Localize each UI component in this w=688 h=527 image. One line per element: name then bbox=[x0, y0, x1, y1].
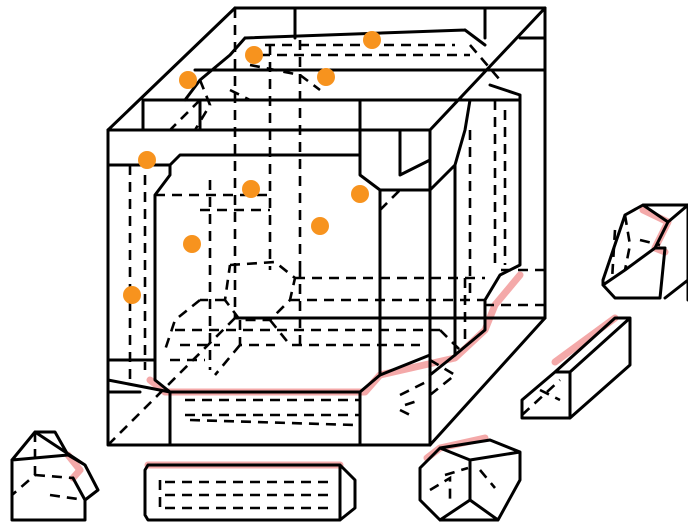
marker-group bbox=[123, 31, 381, 304]
edge-bar-right bbox=[520, 314, 632, 420]
vertex-piece-right bbox=[601, 203, 688, 302]
marker-dot-9 bbox=[183, 235, 201, 253]
vertex-piece-bottom-right bbox=[418, 434, 522, 522]
marker-dot-6 bbox=[242, 180, 260, 198]
marker-dot-8 bbox=[311, 217, 329, 235]
vertex-piece-bottom-left bbox=[10, 430, 100, 522]
marker-dot-4 bbox=[317, 68, 335, 86]
marker-dot-7 bbox=[351, 185, 369, 203]
main-cube-frame bbox=[106, 6, 547, 447]
marker-dot-3 bbox=[179, 71, 197, 89]
marker-dot-1 bbox=[363, 31, 381, 49]
inner-back-frame bbox=[223, 260, 297, 322]
marker-dot-5 bbox=[138, 151, 156, 169]
edge-bar-bottom bbox=[143, 461, 357, 522]
marker-dot-10 bbox=[123, 286, 141, 304]
marker-dot-2 bbox=[245, 46, 263, 64]
